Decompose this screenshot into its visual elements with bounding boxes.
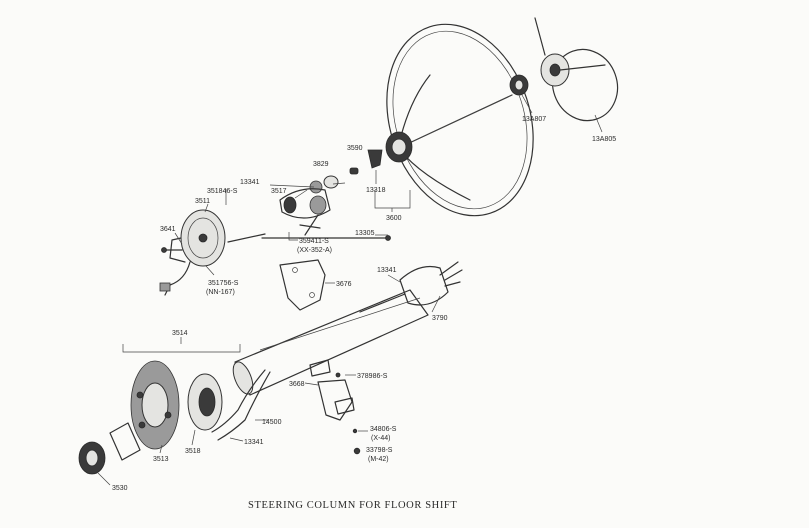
label-3829: 3829: [313, 161, 329, 168]
label-351756-code: (NN-167): [206, 289, 235, 296]
label-3676: 3676: [336, 281, 352, 288]
label-34806-code: (X-44): [371, 435, 390, 442]
label-3511: 3511: [195, 198, 210, 205]
steering-wheel: [386, 23, 534, 217]
label-359411: 359411-S: [299, 238, 329, 245]
label-13341-mid: 13341: [377, 267, 397, 274]
label-3668: 3668: [289, 381, 305, 388]
wheel-hub: [385, 131, 413, 163]
horn-ring: [534, 17, 619, 122]
shift-rod: [227, 233, 391, 243]
label-351756: 351756-S: [208, 280, 239, 287]
label-3641: 3641: [160, 226, 176, 233]
label-13318: 13318: [366, 187, 386, 194]
column-housing-upper: [159, 209, 226, 296]
steering-column-tube: [232, 289, 429, 396]
label-3790: 3790: [432, 315, 448, 322]
horn-button: [509, 74, 529, 96]
column-bracket: [279, 259, 326, 311]
label-359411-code: (XX-352-A): [297, 247, 332, 254]
wiring-harness: [211, 369, 271, 441]
shift-lever-boot: [399, 261, 463, 306]
label-3518: 3518: [185, 448, 201, 455]
label-3514: 3514: [172, 330, 188, 337]
lower-bearing: [78, 441, 106, 475]
label-3600: 3600: [386, 215, 402, 222]
label-378986: 378986-S: [357, 373, 388, 380]
label-13a807: 13A807: [522, 116, 546, 123]
label-3530: 3530: [112, 485, 128, 492]
label-3513: 3513: [153, 456, 169, 463]
label-13a805: 13A805: [592, 136, 616, 143]
flange-plate: [130, 360, 180, 450]
leader-lines: [97, 94, 603, 486]
label-13341-top: 13341: [240, 179, 260, 186]
shift-lever-parts: [309, 359, 361, 455]
label-14500: 14500: [262, 419, 282, 426]
label-13305: 13305: [355, 230, 375, 237]
label-351846: 351846-S: [207, 188, 238, 195]
turn-signal-switch-parts: [279, 149, 383, 236]
label-33798-code: (M-42): [368, 456, 389, 463]
collar-ring: [187, 373, 223, 431]
label-34806: 34806-S: [370, 426, 397, 433]
diagram-caption: STEERING COLUMN FOR FLOOR SHIFT: [248, 500, 457, 511]
label-3517: 3517: [271, 188, 287, 195]
label-13341-low: 13341: [244, 439, 264, 446]
bearing-sleeve: [109, 422, 141, 461]
label-33798: 33798-S: [366, 447, 393, 454]
label-3590: 3590: [347, 145, 363, 152]
